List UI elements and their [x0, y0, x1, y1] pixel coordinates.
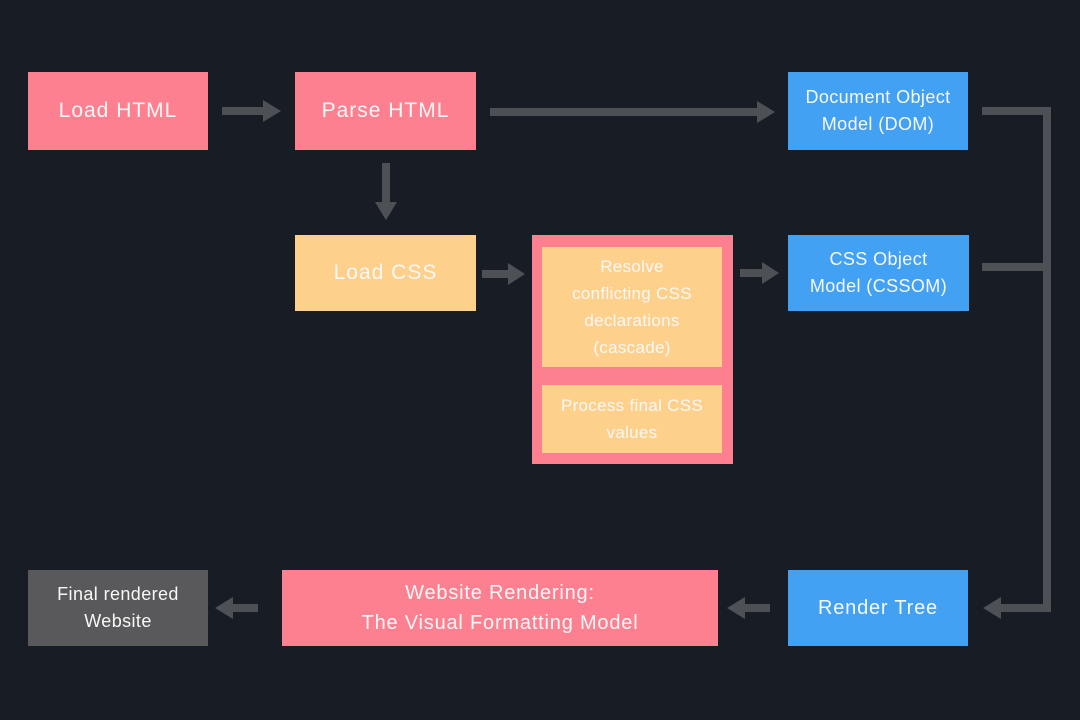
arrow-load-css-to-cascade: [482, 263, 525, 285]
arrow-website-rendering-to-final: [215, 597, 258, 619]
node-cascade-group: Resolve conflicting CSS declarations (ca…: [532, 235, 733, 464]
node-resolve-conflicting-css: Resolve conflicting CSS declarations (ca…: [542, 247, 722, 367]
node-document-object-model: Document Object Model (DOM): [788, 72, 968, 150]
node-final-rendered-website: Final rendered Website: [28, 570, 208, 646]
node-css-object-model: CSS Object Model (CSSOM): [788, 235, 969, 311]
node-process-final-css-values: Process final CSS values: [542, 385, 722, 453]
arrow-cascade-to-cssom: [740, 262, 779, 284]
node-load-css: Load CSS: [295, 235, 476, 311]
connector-dom-to-render-tree: [982, 107, 1051, 619]
arrow-parse-html-to-load-css: [375, 163, 397, 220]
node-parse-html: Parse HTML: [295, 72, 476, 150]
node-website-rendering: Website Rendering: The Visual Formatting…: [282, 570, 718, 646]
node-load-html: Load HTML: [28, 72, 208, 150]
arrow-render-tree-to-website-rendering: [727, 597, 770, 619]
node-render-tree: Render Tree: [788, 570, 968, 646]
arrow-parse-html-to-dom: [490, 101, 775, 123]
arrow-load-html-to-parse-html: [222, 100, 281, 122]
